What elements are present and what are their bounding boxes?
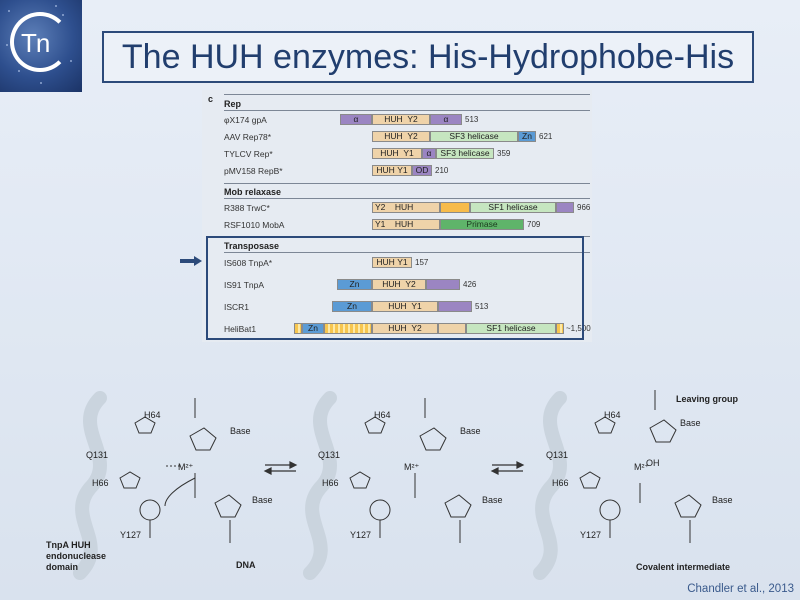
citation: Chandler et al., 2013 xyxy=(687,583,794,595)
protein-length: 709 xyxy=(527,220,541,229)
protein-name: IS608 TnpA* xyxy=(224,258,273,268)
domain-zn: Zn xyxy=(302,323,324,334)
base-label: Base xyxy=(482,495,503,505)
domain-zn: Zn xyxy=(518,131,536,142)
domain-sf3-helicase: SF3 helicase xyxy=(436,148,494,159)
section-divider xyxy=(224,183,590,184)
domain-primase: Primase xyxy=(440,219,524,230)
domain-tan xyxy=(438,323,466,334)
logo-text: Tn xyxy=(21,28,50,58)
metal-ion: M²⁺ xyxy=(634,462,650,472)
domain-sf3-helicase: SF3 helicase xyxy=(430,131,518,142)
residue-h66: H66 xyxy=(92,478,109,488)
residue-h66: H66 xyxy=(322,478,339,488)
dna-label: DNA xyxy=(236,560,256,570)
domain-alpha: α xyxy=(430,114,462,125)
protein-length: 426 xyxy=(463,280,477,289)
enzyme-label: endonuclease xyxy=(46,551,107,561)
domain-purple xyxy=(426,279,460,290)
metal-ion: M²⁺ xyxy=(404,462,420,472)
domain-purple xyxy=(556,202,574,213)
domain-y2-huh: Y2 HUH xyxy=(372,202,440,213)
base-label: Base xyxy=(252,495,273,505)
domain-huh-y1: HUH Y1 xyxy=(372,301,438,312)
section-label-mob: Mob relaxase xyxy=(224,187,282,197)
residue-y127: Y127 xyxy=(350,530,372,540)
section-label-transposase: Transposase xyxy=(224,241,280,251)
protein-name: AAV Rep78* xyxy=(224,132,272,142)
residue-y127: Y127 xyxy=(580,530,602,540)
base-label: Base xyxy=(712,495,733,505)
domain-sf1-helicase: SF1 helicase xyxy=(470,202,556,213)
base-label: Base xyxy=(230,426,251,436)
domain-huh-y1: HUH Y1 xyxy=(372,257,412,268)
section-divider xyxy=(224,110,590,111)
residue-h64: H64 xyxy=(374,410,391,420)
leaving-group-label: Leaving group xyxy=(676,394,739,404)
metal-ion: M²⁺ xyxy=(178,462,194,472)
domain-sf1-helicase: SF1 helicase xyxy=(466,323,556,334)
protein-length: 513 xyxy=(465,115,479,124)
logo-ring-icon xyxy=(10,12,70,72)
residue-y127: Y127 xyxy=(120,530,142,540)
tn-logo: Tn xyxy=(0,0,82,92)
mechanism-drawing xyxy=(73,390,702,580)
domain-repeat xyxy=(556,323,564,334)
section-label-rep: Rep xyxy=(224,99,242,109)
domain-huh-y2: HUH Y2 xyxy=(372,114,430,125)
protein-name: HeliBat1 xyxy=(224,324,257,334)
domain-huh-y2: HUH Y2 xyxy=(372,279,426,290)
domain-orange xyxy=(440,202,470,213)
domain-huh-y1: HUH Y1 xyxy=(372,148,422,159)
residue-h64: H64 xyxy=(604,410,621,420)
protein-length: 966 xyxy=(577,203,591,212)
covalent-intermediate-label: Covalent intermediate xyxy=(636,562,731,572)
protein-length: 210 xyxy=(435,166,449,175)
protein-name: RSF1010 MobA xyxy=(224,220,285,230)
protein-name: ISCR1 xyxy=(224,302,250,312)
residue-q131: Q131 xyxy=(546,450,569,460)
slide-title-box: The HUH enzymes: His-Hydrophobe-His xyxy=(102,31,754,83)
protein-length: ~1,500 xyxy=(566,324,591,333)
arrow-right-icon xyxy=(180,256,202,266)
transposase-highlight-box xyxy=(206,236,584,340)
reaction-mechanism: H64 Q131 H66 Y127 M²⁺ Base Base TnpA HUH… xyxy=(40,378,780,583)
domain-architecture-panel: c Rep φX174 gpA α HUH Y2 α 513 AAV Rep78… xyxy=(202,90,592,342)
base-label: Base xyxy=(460,426,481,436)
slide-title: The HUH enzymes: His-Hydrophobe-His xyxy=(121,37,735,76)
panel-letter: c xyxy=(208,94,214,104)
domain-y1-huh: Y1 HUH xyxy=(372,219,440,230)
domain-purple xyxy=(438,301,472,312)
domain-alpha: α xyxy=(422,148,436,159)
hydroxyl-label: OH xyxy=(646,458,660,468)
protein-name: φX174 gpA xyxy=(224,115,267,125)
domain-alpha: α xyxy=(340,114,372,125)
domain-repeat xyxy=(294,323,302,334)
domain-zn: Zn xyxy=(337,279,372,290)
protein-name: TYLCV Rep* xyxy=(224,149,273,159)
domain-huh-y2: HUH Y2 xyxy=(372,323,438,334)
residue-h66: H66 xyxy=(552,478,569,488)
enzyme-label: TnpA HUH xyxy=(46,540,91,550)
domain-huh-y2: HUH Y2 xyxy=(372,131,430,142)
enzyme-label: domain xyxy=(46,562,79,572)
domain-od: OD xyxy=(412,165,432,176)
section-divider xyxy=(224,94,590,95)
section-divider xyxy=(224,252,590,253)
protein-name: IS91 TnpA xyxy=(224,280,265,290)
residue-q131: Q131 xyxy=(86,450,109,460)
section-divider xyxy=(224,198,590,199)
domain-repeat xyxy=(324,323,372,334)
protein-name: R388 TrwC* xyxy=(224,203,270,213)
domain-huh-y1: HUH Y1 xyxy=(372,165,412,176)
domain-zn: Zn xyxy=(332,301,372,312)
protein-length: 621 xyxy=(539,132,553,141)
protein-length: 513 xyxy=(475,302,489,311)
residue-q131: Q131 xyxy=(318,450,341,460)
protein-name: pMV158 RepB* xyxy=(224,166,283,176)
protein-length: 359 xyxy=(497,149,511,158)
protein-length: 157 xyxy=(415,258,429,267)
base-label: Base xyxy=(680,418,701,428)
residue-h64: H64 xyxy=(144,410,161,420)
